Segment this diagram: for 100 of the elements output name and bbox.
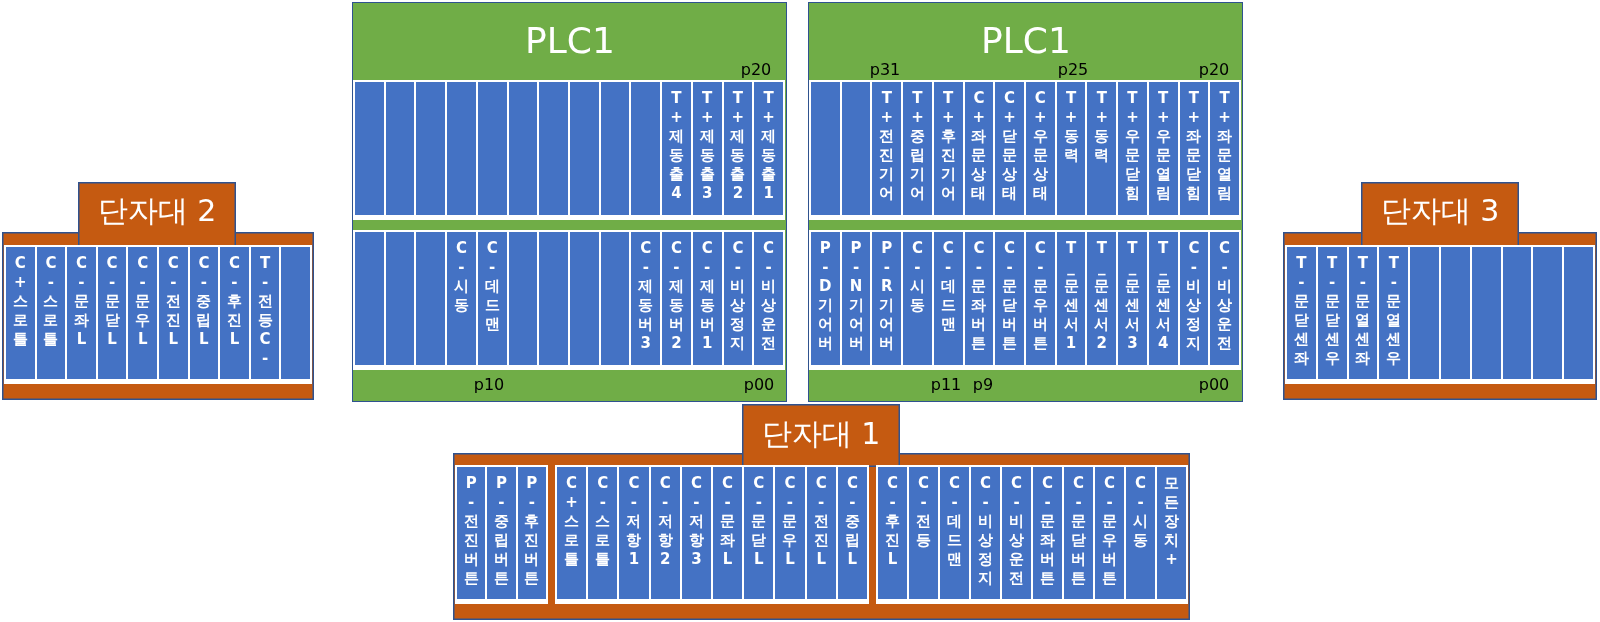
terminal-label: C-문우L (135, 254, 152, 349)
terminal (557, 467, 587, 599)
pin-address-label: p11 (929, 373, 963, 396)
terminal (1026, 82, 1055, 215)
terminal (1410, 247, 1439, 379)
pin-address-label: p00 (742, 373, 776, 396)
terminal (964, 232, 994, 365)
terminal-label: C-중립L (844, 474, 861, 569)
terminal-label: C-제동버1 (699, 239, 716, 353)
terminal (811, 82, 840, 215)
terminal (971, 467, 1000, 599)
terminal (995, 232, 1024, 365)
terminal-label: C-후진L (227, 254, 243, 349)
terminal (457, 467, 486, 599)
terminal-label: C-문닫버튼 (1071, 474, 1087, 588)
terminal-label: C+스로틀 (12, 254, 29, 349)
terminal (1157, 467, 1186, 599)
terminal-label: T+제동출1 (761, 89, 778, 203)
terminal-block (2, 182, 314, 401)
terminal-label: C-제동버2 (669, 239, 685, 353)
terminal (723, 232, 753, 365)
terminal-label: P-후진버튼 (524, 474, 541, 588)
terminal (1064, 467, 1093, 599)
terminal-label: T+제동출3 (699, 89, 716, 203)
terminal (1533, 247, 1563, 379)
terminal (517, 467, 546, 599)
terminal-label: C+좌문상태 (971, 89, 988, 203)
terminal (872, 232, 902, 365)
terminal-label: T+중립기어 (910, 89, 926, 203)
terminal (1210, 82, 1239, 215)
terminal (355, 232, 384, 365)
terminal (1287, 247, 1316, 379)
terminal-block (453, 404, 1190, 621)
terminal (1026, 232, 1055, 365)
terminal (189, 247, 219, 379)
terminal-label: C-비상정지 (978, 474, 994, 588)
terminal (539, 232, 568, 365)
terminal (1095, 467, 1124, 599)
terminal-label: T+제동출4 (669, 89, 685, 203)
terminal (903, 232, 932, 365)
terminal (713, 467, 743, 599)
terminal (508, 82, 538, 215)
pin-address-label: p20 (1197, 58, 1231, 81)
terminal (385, 82, 415, 215)
terminal (878, 467, 907, 599)
terminal (416, 232, 446, 365)
terminal (447, 82, 476, 215)
terminal (477, 82, 507, 215)
terminal (1087, 232, 1117, 365)
terminal-label: C-문닫버튼 (1002, 239, 1019, 353)
terminal-label: T+동력 (1063, 89, 1080, 165)
terminal (250, 247, 280, 379)
terminal-label: T_문센서2 (1094, 239, 1111, 353)
terminal (964, 82, 994, 215)
terminal-label: C-시동 (910, 239, 926, 315)
terminal (1056, 232, 1086, 365)
terminal-label: T-문열센우 (1386, 254, 1403, 368)
terminal (508, 232, 538, 365)
terminal (933, 232, 963, 365)
terminal (477, 232, 507, 365)
terminal (806, 467, 836, 599)
pin-address-label: p20 (739, 58, 773, 81)
terminal-label: C-데드맨 (947, 474, 963, 569)
terminal (220, 247, 249, 379)
pin-address-label: p9 (971, 373, 995, 396)
plc-module (352, 2, 787, 402)
terminal (97, 247, 127, 379)
terminal (1348, 247, 1378, 379)
pin-address-label: p31 (868, 58, 902, 81)
terminal (447, 232, 476, 365)
terminal (67, 247, 96, 379)
terminal (570, 82, 599, 215)
terminal (1379, 247, 1409, 379)
terminal (841, 82, 871, 215)
terminal-label: C-스로틀 (43, 254, 60, 349)
terminal (619, 467, 649, 599)
module-title: PLC1 (524, 19, 616, 64)
terminal-label: C-비상정지 (730, 239, 747, 353)
terminal-label: T+동력 (1094, 89, 1111, 165)
terminal (159, 247, 188, 379)
terminal-label: C-중립L (196, 254, 213, 349)
terminal (1441, 247, 1470, 379)
terminal (1056, 82, 1086, 215)
terminal (1118, 232, 1147, 365)
terminal (681, 467, 711, 599)
terminal (385, 232, 415, 365)
terminal-label: T_문센서1 (1063, 239, 1080, 353)
terminal (744, 467, 774, 599)
terminal-label: C+우문상태 (1032, 89, 1049, 203)
block-title: 단자대 3 (1379, 191, 1501, 230)
terminal (1033, 467, 1062, 599)
terminal (631, 232, 661, 365)
terminal-label: C-문닫L (751, 474, 768, 569)
terminal-label: T+좌문열림 (1217, 89, 1234, 203)
terminal-label: T_문센서4 (1155, 239, 1172, 353)
terminal-label: P-D기어버 (817, 239, 834, 353)
terminal (355, 82, 384, 215)
terminal (775, 467, 805, 599)
terminal-label: C+스로틀 (564, 474, 581, 569)
terminal-label: C-저항1 (626, 474, 643, 569)
